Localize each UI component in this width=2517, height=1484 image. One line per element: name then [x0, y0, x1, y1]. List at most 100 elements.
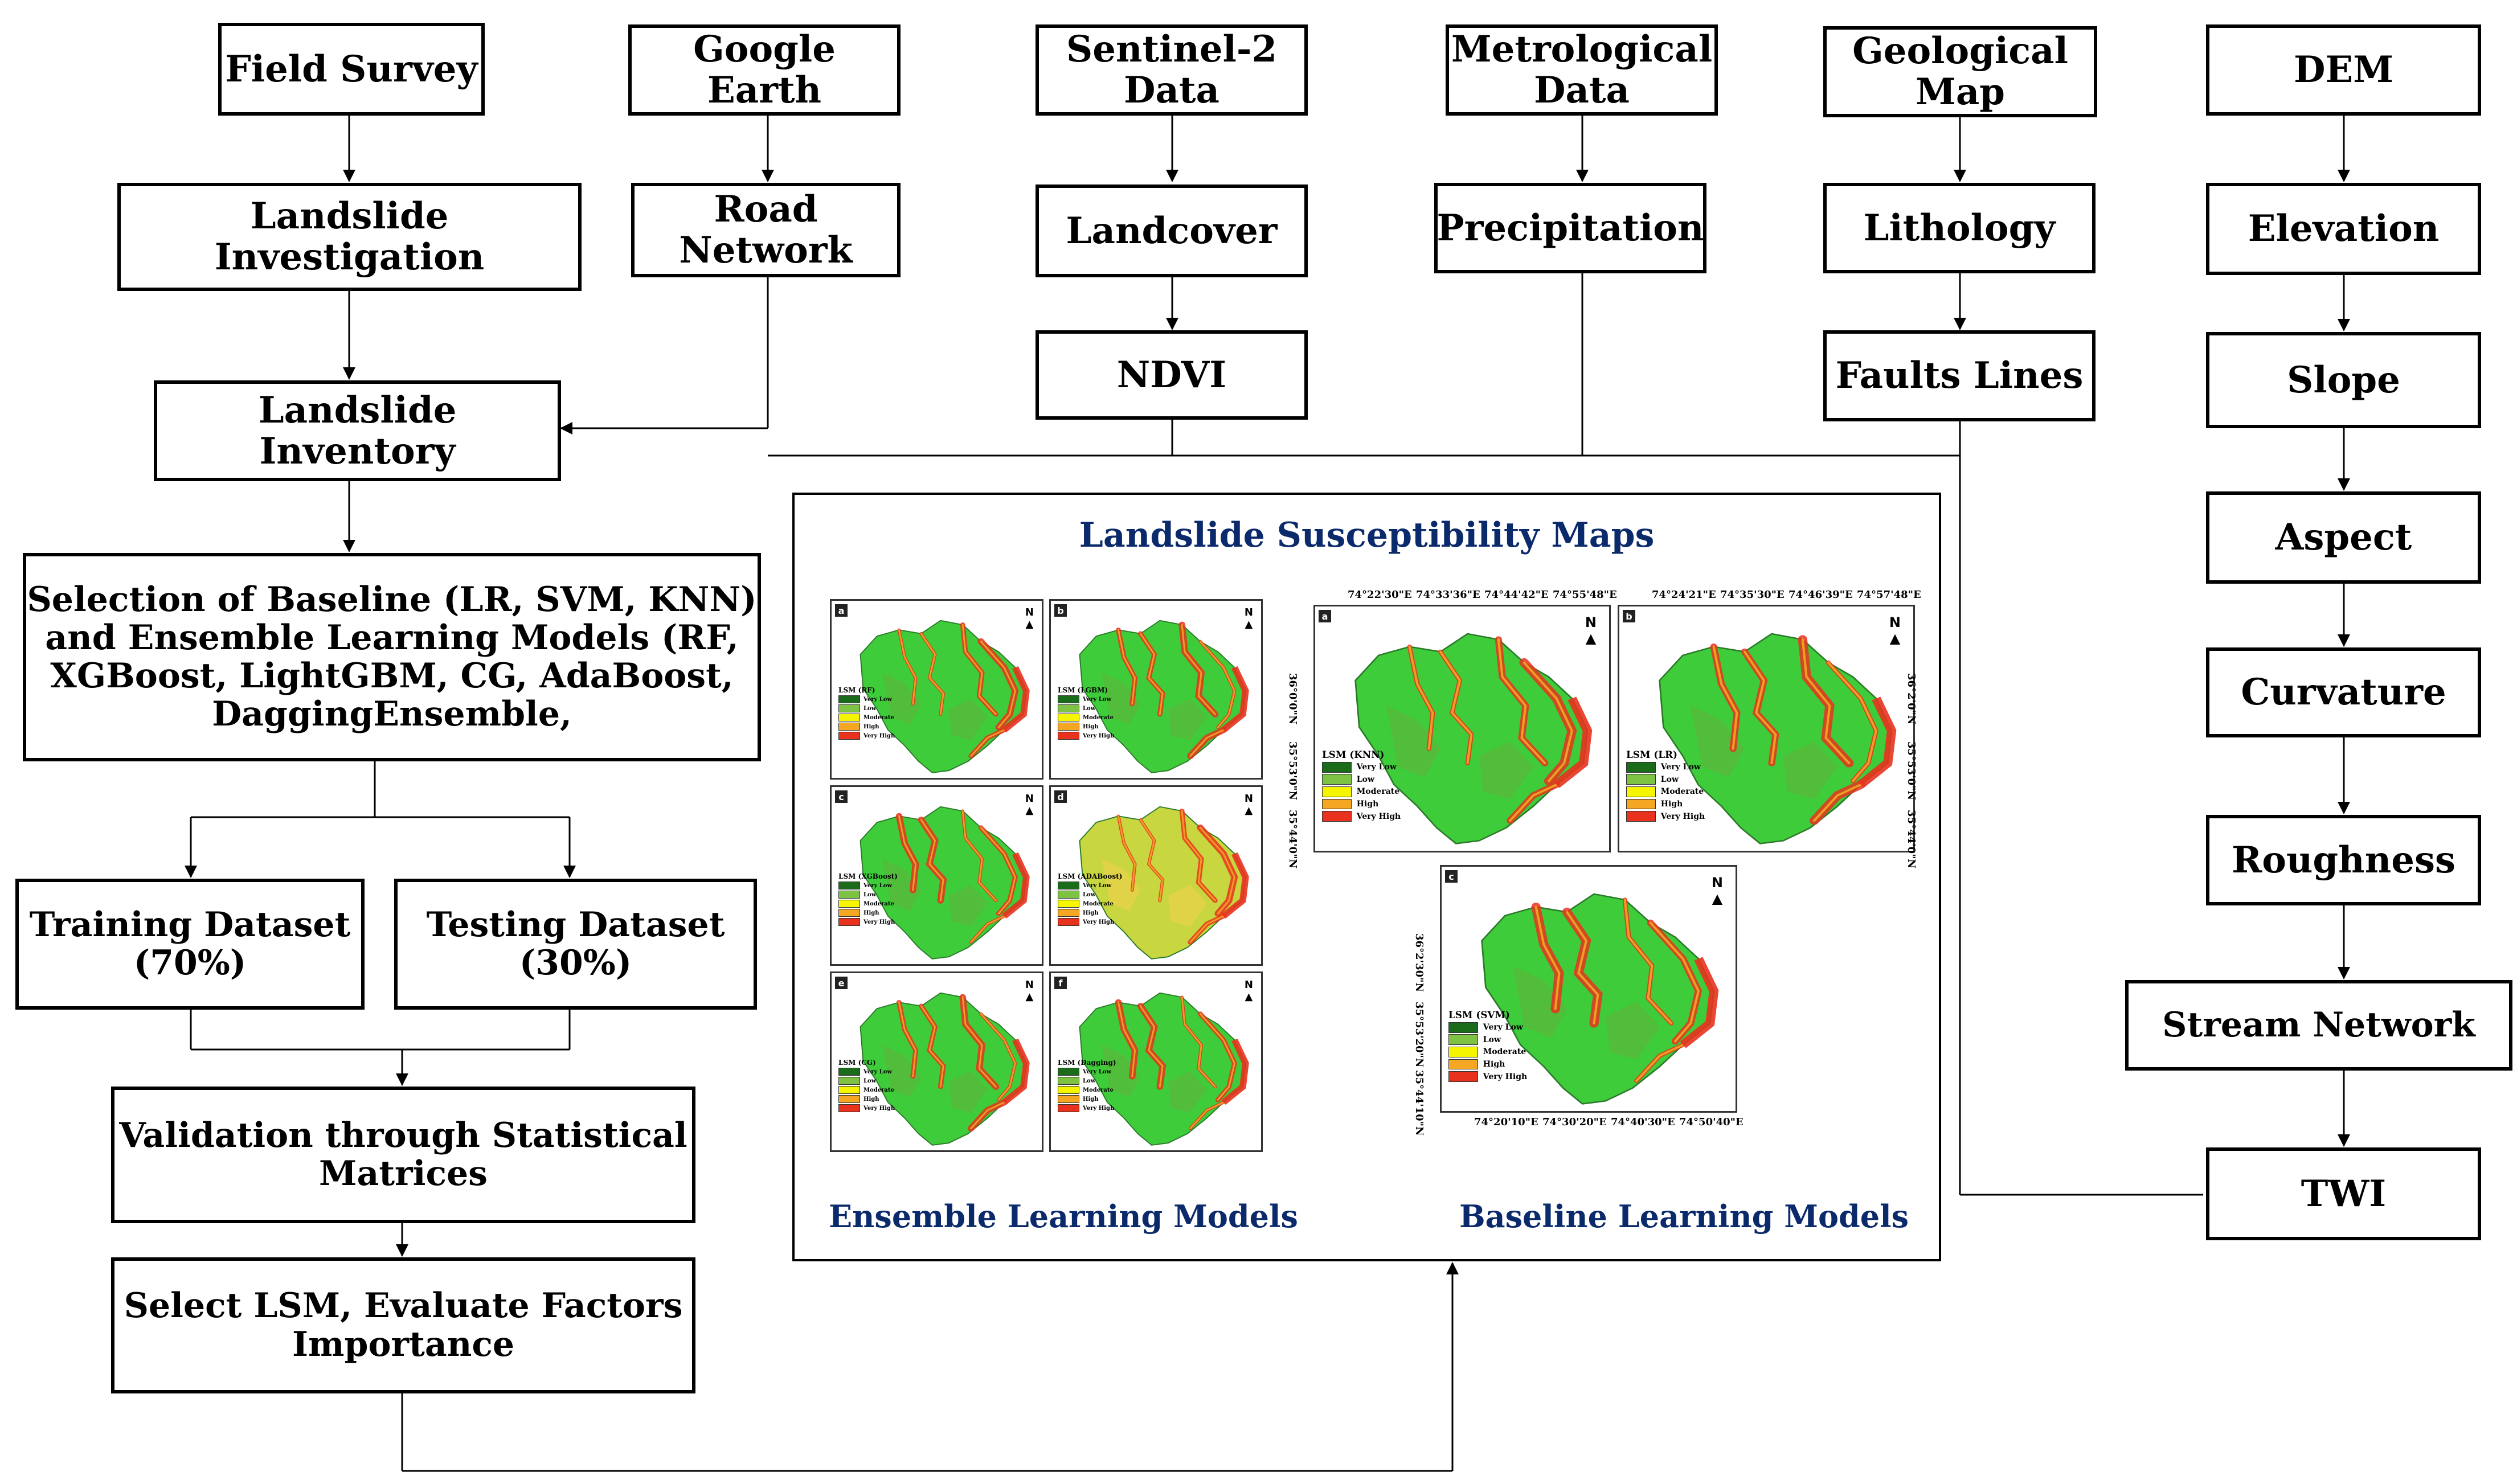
- legend-swatch: [1322, 786, 1352, 797]
- twi-box: TWI: [2206, 1147, 2481, 1240]
- legend-swatch: [1322, 774, 1352, 785]
- north-arrow-icon: N▲: [1025, 979, 1034, 1003]
- sentinel-label: Sentinel-2 Data: [1066, 28, 1277, 112]
- north-arrow-icon: N▲: [1244, 606, 1253, 630]
- baseline-models-label: Baseline Learning Models: [1459, 1198, 1909, 1235]
- legend-label: High: [863, 723, 879, 730]
- legend-row: Very Low: [838, 695, 895, 703]
- map-letter: b: [1623, 610, 1635, 622]
- legend-swatch: [1058, 723, 1079, 731]
- legend-swatch: [838, 723, 860, 731]
- legend-swatch: [838, 1077, 860, 1085]
- legend-row: Low: [1058, 891, 1122, 899]
- legend-swatch: [1322, 811, 1352, 822]
- legend-row: High: [1058, 1095, 1116, 1103]
- legend-label: Moderate: [863, 900, 894, 907]
- legend-row: Low: [838, 1077, 895, 1085]
- north-arrow-icon: N▲: [1244, 979, 1253, 1003]
- map-coordinate-label: 74°44'42"E: [1484, 589, 1549, 601]
- map-coordinate-label: 74°20'10"E: [1474, 1116, 1538, 1128]
- training-dataset-box: Training Dataset (70%): [15, 879, 365, 1010]
- map-coordinate-label: 74°30'20"E: [1542, 1116, 1607, 1128]
- legend-label: Moderate: [1660, 787, 1704, 797]
- legend-swatch: [1626, 786, 1656, 797]
- legend-label: Very Low: [1083, 882, 1112, 889]
- legend-title: LSM (Dagging): [1058, 1059, 1116, 1067]
- legend-label: Low: [863, 891, 877, 898]
- legend-row: Very High: [1448, 1071, 1527, 1082]
- legend-swatch: [1626, 761, 1656, 773]
- map-coordinate-label: 35°53'0"N: [1287, 741, 1299, 800]
- legend-row: Moderate: [838, 1086, 895, 1094]
- legend-title: LSM (LGBM): [1058, 686, 1108, 694]
- elevation-box: Elevation: [2206, 183, 2481, 275]
- legend-label: Very High: [1083, 732, 1115, 739]
- legend-row: Low: [1322, 774, 1401, 785]
- ndvi-label: NDVI: [1116, 353, 1227, 396]
- legend-swatch: [1058, 1086, 1079, 1094]
- field-survey-label: Field Survey: [225, 47, 478, 91]
- legend-title: LSM (ADABoost): [1058, 872, 1123, 880]
- legend-row: Low: [838, 891, 898, 899]
- legend-swatch: [1058, 714, 1079, 721]
- landslide-inventory-label: Landslide Inventory: [258, 388, 457, 473]
- legend-row: Low: [1626, 774, 1705, 785]
- legend-swatch: [838, 882, 860, 889]
- legend-swatch: [1448, 1059, 1479, 1070]
- legend-label: Very High: [1083, 1105, 1115, 1112]
- map-coordinate-label: 74°24'21"E: [1652, 589, 1716, 601]
- legend-swatch: [1058, 891, 1079, 899]
- legend-row: Moderate: [1626, 786, 1705, 797]
- road-network-label: Road Network: [679, 188, 853, 272]
- elevation-label: Elevation: [2248, 207, 2440, 251]
- north-arrow-icon: N▲: [1585, 614, 1597, 646]
- legend-label: Very High: [863, 1105, 895, 1112]
- map-coordinate-label: 35°44'0"N: [1905, 810, 1917, 868]
- legend-title: LSM (LR): [1626, 749, 1677, 760]
- legend-row: Moderate: [1058, 900, 1122, 908]
- legend-swatch: [1058, 695, 1079, 703]
- legend-row: High: [838, 1095, 895, 1103]
- map-letter: c: [1445, 870, 1458, 883]
- precipitation-box: Precipitation: [1434, 183, 1706, 273]
- legend-row: Very High: [1322, 811, 1401, 822]
- legend-swatch: [838, 1095, 860, 1103]
- legend-row: High: [838, 723, 895, 731]
- legend-row: Low: [838, 704, 895, 712]
- legend-label: Low: [1083, 1077, 1096, 1084]
- map-coordinate-label: 35°44'10"N: [1413, 1070, 1425, 1136]
- susceptibility-maps-panel: Landslide Susceptibility Maps Ensemble L…: [792, 493, 1941, 1261]
- legend-swatch: [838, 909, 860, 917]
- legend-label: Very High: [1356, 811, 1401, 821]
- legend-swatch: [1448, 1034, 1479, 1046]
- legend-label: High: [1083, 909, 1099, 916]
- legend-row: Moderate: [1448, 1046, 1527, 1057]
- curvature-box: Curvature: [2206, 647, 2481, 737]
- field-survey-box: Field Survey: [218, 23, 485, 116]
- legend-row: Moderate: [838, 714, 895, 721]
- map-letter: f: [1054, 977, 1067, 989]
- validation-box: Validation through Statistical Matrices: [111, 1087, 695, 1223]
- map-coordinate-label: 74°40'30"E: [1611, 1116, 1675, 1128]
- legend-label: Very Low: [1356, 763, 1397, 772]
- legend-label: Low: [1083, 705, 1096, 712]
- legend-swatch: [838, 900, 860, 908]
- legend-swatch: [1322, 761, 1352, 773]
- legend-swatch: [1058, 1104, 1079, 1112]
- legend-row: Moderate: [1058, 1086, 1116, 1094]
- google-earth-label: Google Earth: [693, 28, 836, 112]
- legend-swatch: [838, 891, 860, 899]
- model-selection-label: Selection of Baseline (LR, SVM, KNN) and…: [27, 579, 757, 735]
- legend-label: Very High: [1083, 919, 1115, 925]
- legend-swatch: [1626, 811, 1656, 822]
- roughness-label: Roughness: [2232, 838, 2455, 882]
- north-arrow-icon: N▲: [1244, 793, 1253, 817]
- legend-label: Very Low: [863, 696, 893, 703]
- dem-box: DEM: [2206, 24, 2481, 116]
